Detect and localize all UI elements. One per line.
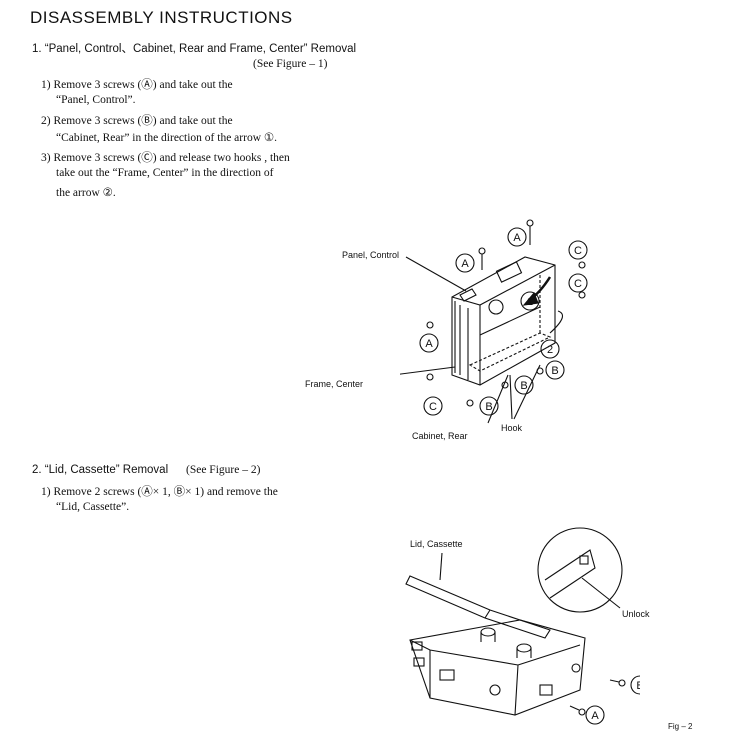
step1-line1: 1) Remove 3 screws (Ⓐ) and take out the — [41, 79, 233, 91]
marker-c: C — [429, 401, 437, 413]
marker-a: A — [461, 258, 469, 270]
figure-caption: Fig – 2 — [668, 722, 693, 731]
label-cabinet-rear: Cabinet, Rear — [412, 431, 468, 441]
marker-c: C — [574, 278, 582, 290]
marker-b: B — [636, 680, 640, 692]
marker-a: A — [591, 710, 599, 722]
step3-line3: the arrow ②. — [56, 187, 116, 199]
step4-line1: 1) Remove 2 screws (Ⓐ× 1, Ⓑ× 1) and remo… — [41, 486, 278, 498]
marker-1: 1 — [527, 296, 533, 308]
label-unlock: Unlock — [622, 609, 650, 619]
section2-heading: 2. “Lid, Cassette” Removal — [32, 464, 169, 476]
step2-line2: “Cabinet, Rear” in the direction of the … — [56, 132, 278, 144]
marker-a: A — [513, 232, 521, 244]
label-panel-control: Panel, Control — [342, 250, 400, 260]
section1-see-figure: (See Figure – 1) — [253, 58, 328, 70]
marker-b: B — [520, 380, 527, 392]
marker-a: A — [425, 338, 433, 350]
label-lid-cassette: Lid, Cassette — [410, 539, 463, 549]
marker-2: 2 — [547, 344, 553, 356]
page-title: DISASSEMBLY INSTRUCTIONS — [30, 8, 293, 27]
figure2-drawing: B A — [405, 527, 640, 725]
step3-line1: 3) Remove 3 screws (Ⓒ) and release two h… — [41, 152, 290, 164]
figure1-drawing: A A C C 1 A 2 B B C B — [400, 219, 588, 424]
step4-line2: “Lid, Cassette”. — [56, 501, 130, 513]
marker-b: B — [551, 365, 558, 377]
section2-see-figure: (See Figure – 2) — [186, 464, 261, 476]
marker-b: B — [485, 401, 492, 413]
label-hook: Hook — [501, 423, 523, 433]
label-frame-center: Frame, Center — [305, 379, 364, 389]
step3-line2: take out the “Frame, Center” in the dire… — [56, 167, 274, 179]
step1-line2: “Panel, Control”. — [56, 94, 136, 106]
section1-heading: 1. “Panel, Control、Cabinet, Rear and Fra… — [32, 43, 357, 55]
marker-c: C — [574, 245, 582, 257]
step2-line1: 2) Remove 3 screws (Ⓑ) and take out the — [41, 115, 233, 127]
